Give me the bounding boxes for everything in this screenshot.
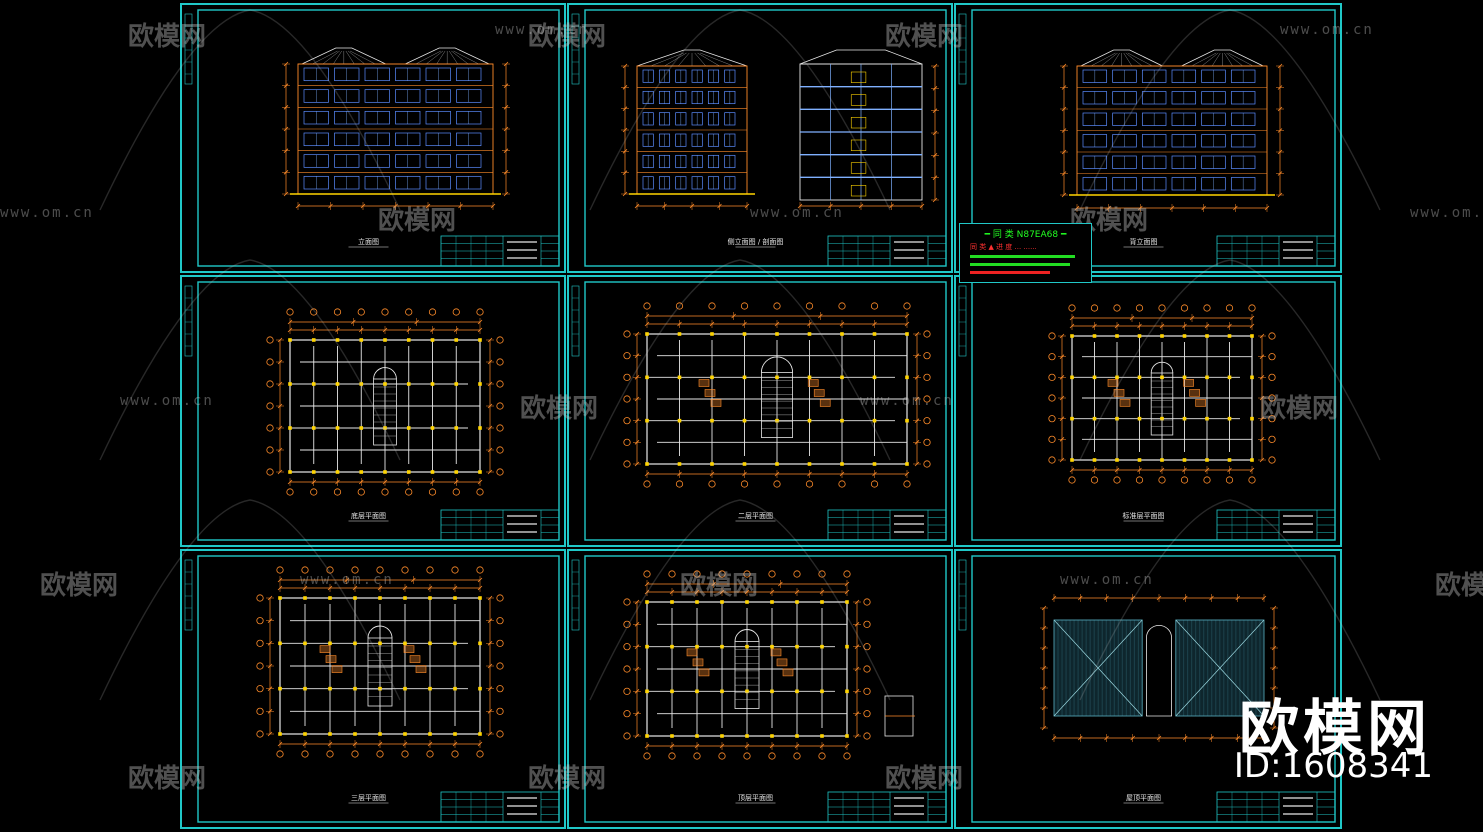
watermark-url: www.om.cn (1060, 572, 1154, 588)
progress-popup[interactable]: ━ 同 类 N87EA68 ━ 同 类 ▲ 进 度 ... ...... (959, 223, 1092, 283)
watermark-url: www.om.cn (860, 393, 954, 409)
watermark-logo: 欧模网 (378, 206, 457, 236)
watermark-url: www.om.cn (750, 205, 844, 221)
drawing-sheet-s7[interactable]: 三层平面图 (180, 549, 566, 829)
sheet-title: 顶层平面图 (738, 794, 773, 802)
drawing-sheet-s2[interactable]: 侧立面图 / 剖面图 (567, 3, 953, 273)
sheet-title: 三层平面图 (351, 794, 386, 802)
watermark-url: www.om.cn (495, 22, 589, 38)
watermark-logo: 欧模网 (680, 571, 759, 601)
watermark-logo: 欧模网 (528, 764, 607, 794)
sheet-title: 底层平面图 (351, 511, 386, 520)
drawing-sheet-s1[interactable]: 立面图 (180, 3, 566, 273)
drawing-sheet-s5[interactable]: 二层平面图 (567, 275, 953, 547)
drawing-sheet-s6[interactable]: 标准层平面图 (954, 275, 1342, 547)
sheet-title: 屋顶平面图 (1126, 794, 1161, 802)
popup-bar-2 (970, 263, 1070, 266)
watermark-logo: 欧模网 (885, 764, 964, 794)
watermark-logo: 欧模网 (520, 394, 599, 424)
brand-id-label: ID:1608341 (1233, 746, 1433, 786)
watermark-url: www.om.cn (120, 393, 214, 409)
sheet-title: 标准层平面图 (1123, 511, 1165, 520)
watermark-logo: 欧模网 (128, 764, 207, 794)
watermark-logo: 欧模网 (128, 22, 207, 52)
popup-title: ━ 同 类 N87EA68 ━ (984, 230, 1067, 240)
sheet-title: 二层平面图 (738, 512, 773, 520)
popup-bar-1 (970, 255, 1075, 258)
popup-bar-3 (970, 271, 1050, 274)
watermark-url: www.om.cn (0, 205, 94, 221)
watermark-url: www.om.cn (1410, 205, 1483, 221)
popup-subtitle: 同 类 ▲ 进 度 ... ...... (970, 243, 1037, 251)
watermark-url: www.om.cn (300, 572, 394, 588)
drawing-sheet-s4[interactable]: 底层平面图 (180, 275, 566, 547)
sheet-title: 立面图 (358, 237, 379, 246)
watermark-layer (99, 9, 1381, 701)
brand-logo-text: 欧模网 (1239, 694, 1431, 764)
watermark-logo: 欧模网 (40, 571, 119, 601)
watermark-logo: 欧模网 (1260, 394, 1339, 424)
drawing-sheet-s8[interactable]: 顶层平面图 (567, 549, 953, 829)
watermark-logo: 欧模网 (528, 22, 607, 52)
sheet-title: 背立面图 (1130, 237, 1158, 246)
watermark-logo: 欧模网 (885, 22, 964, 52)
drawing-sheet-s9[interactable]: 屋顶平面图 (954, 549, 1342, 829)
watermark-url: www.om.cn (1280, 22, 1374, 38)
sheet-title: 侧立面图 / 剖面图 (728, 237, 784, 246)
drawing-sheet-s3[interactable]: 背立面图 (954, 3, 1342, 273)
watermark-logo: 欧模网 (1435, 571, 1483, 601)
